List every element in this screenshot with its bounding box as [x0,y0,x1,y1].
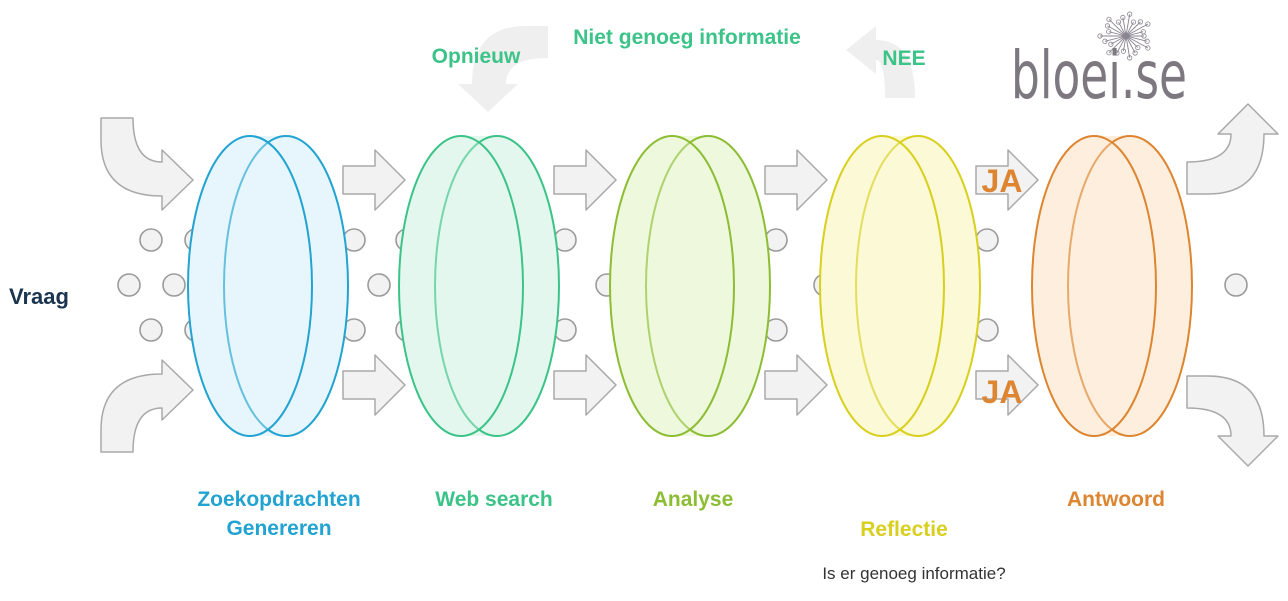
stage-ring-generate [187,135,349,437]
particle-dot [139,318,163,342]
stage-label-web-search: Web search [435,488,553,511]
stage-ring-analysis [609,135,771,437]
dandelion-seed-tuft [1106,50,1112,56]
stage-ring-reflection [819,135,981,437]
stage-ring-outer [1067,135,1193,437]
stage-label-generate-line2: Genereren [226,517,331,540]
dandelion-seed-stem [1125,35,1136,54]
dandelion-seed-tuft [1106,29,1112,35]
particle-dot [162,273,186,297]
flow-arrow [342,354,406,416]
dandelion-seed-tuft [1104,23,1111,29]
stage-ring-inner [1031,135,1157,437]
stage-label-analysis: Analyse [653,488,734,511]
flow-arrow [764,149,828,211]
dandelion-seed-stem [1116,35,1127,54]
stage-ring-outer [855,135,981,437]
stage-ring-answer [1031,135,1193,437]
dandelion-seed-stem [1125,14,1131,37]
yes-label-bottom: JA [982,374,1023,410]
logo-text: bloei.se [1011,37,1187,114]
loop-arrow-down [458,26,548,112]
dandelion-seed-tuft [1127,11,1133,17]
flow-arrow [553,149,617,211]
particle-dot [367,273,391,297]
dandelion-seed-tuft [1106,16,1112,22]
dandelion-seed-stem [1108,35,1127,54]
loop-label-reason: Niet genoeg informatie [573,26,801,49]
output-arrow-bottom [1186,375,1279,467]
dandelion-seed-stem [1122,17,1127,37]
labels: Vraag Zoekopdrachten Genereren Web searc… [9,26,1165,583]
stage-label-answer: Antwoord [1067,488,1165,511]
dandelion-seed-tuft [1120,48,1127,54]
dandelion-seed-stem [1125,35,1149,49]
stage-label-generate-line1: Zoekopdrachten [197,488,360,511]
dandelion-seed-tuft [1137,19,1144,25]
yes-label-top: JA [982,163,1023,199]
particle-dot [139,228,163,252]
stage-ring-inner [187,135,313,437]
dandelion-seed-tuft [1108,41,1114,47]
flow-arrow [553,354,617,416]
stage-ring-outer [645,135,771,437]
dandelion-seed-tuft [1102,38,1108,44]
dandelion-seed-tuft [1132,50,1138,56]
loop-label-retry: Opnieuw [432,45,521,68]
dandelion-seed-tuft [1144,38,1150,44]
input-arrow-top [100,117,194,211]
dandelion-seed-stem [1125,21,1141,37]
dandelion-seed-tuft [1145,45,1151,51]
flow-arrow [975,149,1039,211]
stage-ring-inner [819,135,945,437]
dandelion-seed-tuft [1140,29,1146,35]
stage-ring-band [610,136,770,436]
dandelion-seed-tuft [1127,55,1133,61]
dandelion-seed-stem [1125,23,1149,37]
stage-ring-band [1032,136,1192,436]
dandelion-icon [1097,11,1151,61]
input-arrow-bottom [100,359,194,453]
stage-ring-inner [398,135,524,437]
dandelion-seed-stem [1108,18,1127,37]
stage-ring-band [820,136,980,436]
stage-ring-outer [223,135,349,437]
stage-ring-inner [609,135,735,437]
dandelion-seed-tuft [1145,21,1151,27]
stage-ring-outer [434,135,560,437]
dandelion-seed-tuft [1097,33,1103,39]
stage-rings [187,135,1193,437]
stage-ring-band [399,136,559,436]
flow-arrow [975,354,1039,416]
dandelion-seed-tuft [1120,14,1126,21]
dandelion-seed-tuft [1114,50,1120,56]
dandelion-seed-stem [1104,35,1127,42]
flow-arrow [342,149,406,211]
stage-note-reflection: Is er genoeg informatie? [822,564,1005,583]
particle-dot [1224,273,1248,297]
dandelion-seed-stem [1125,35,1131,58]
stage-ring-web-search [398,135,560,437]
dandelion-seed-stem [1107,25,1127,37]
loop-label-no: NEE [882,47,925,70]
flow-arrows [100,103,1279,467]
flow-arrow [764,354,828,416]
particle-dot [117,273,141,297]
dandelion-seed-tuft [1135,44,1141,51]
stage-ring-band [188,136,348,436]
output-arrow-top [1186,103,1279,195]
input-label-question: Vraag [9,284,69,309]
logo: bloei.se [1011,11,1187,114]
dandelion-center [1123,33,1129,39]
dandelion-seed-tuft [1115,19,1122,25]
particle-dot [975,228,999,252]
stage-label-reflection: Reflectie [860,518,948,541]
loop-arrow-up-left [846,26,915,98]
dandelion-seed-tuft [1130,19,1137,25]
dandelion-seed-stem [1125,35,1148,42]
feedback-loop [458,26,915,112]
